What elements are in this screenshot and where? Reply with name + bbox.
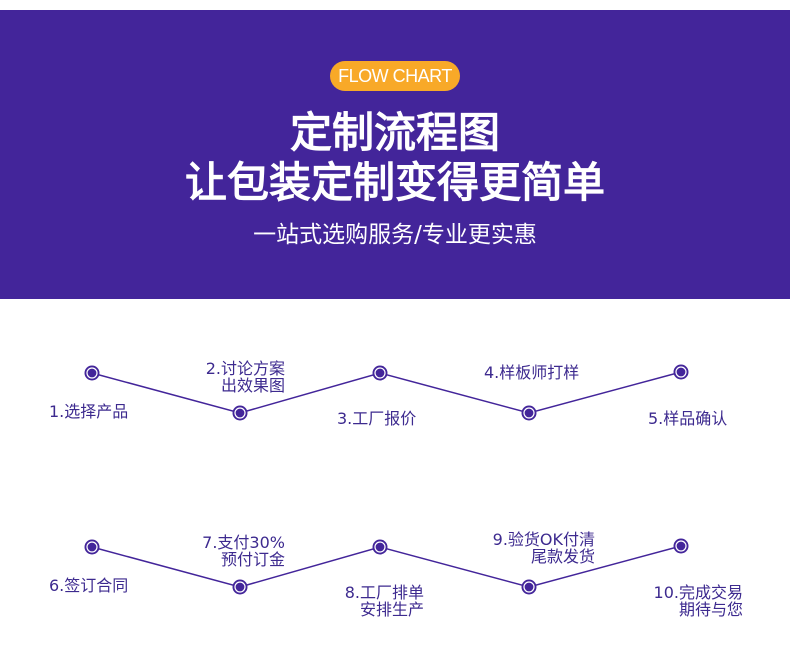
step-label-4: 4.样板师打样 [484,363,580,382]
step-label-7: 7.支付30% 预付订金 [202,533,285,569]
step-node-3 [372,365,388,381]
step-label-3: 3.工厂报价 [337,409,417,428]
step-node-7 [232,579,248,595]
step-label-9: 9.验货OK付清 尾款发货 [492,530,595,566]
step-node-1 [84,365,100,381]
step-node-10 [673,538,689,554]
step-node-4 [521,405,537,421]
header-banner [0,10,790,299]
step-label-5: 5.样品确认 [648,409,728,428]
step-label-2: 2.讨论方案 出效果图 [205,359,285,395]
page-title-line2: 让包装定制变得更简单 [184,158,605,207]
step-label-1: 1.选择产品 [49,402,129,421]
step-node-8 [372,539,388,555]
flow-chart-badge: FLOW CHART [330,61,460,91]
flow-row-2 [84,538,689,595]
connector-line [91,371,682,414]
step-node-5 [673,364,689,380]
page-subtitle: 一站式选购服务/专业更实惠 [253,222,537,248]
step-node-2 [232,405,248,421]
step-label-8: 8.工厂排单 安排生产 [344,583,424,619]
step-label-6: 6.签订合同 [49,576,129,595]
step-label-10: 10.完成交易 期待与您 [653,583,743,619]
flow-row-1 [84,364,689,421]
step-node-6 [84,539,100,555]
step-node-9 [521,579,537,595]
page-title: 定制流程图 [289,108,500,157]
